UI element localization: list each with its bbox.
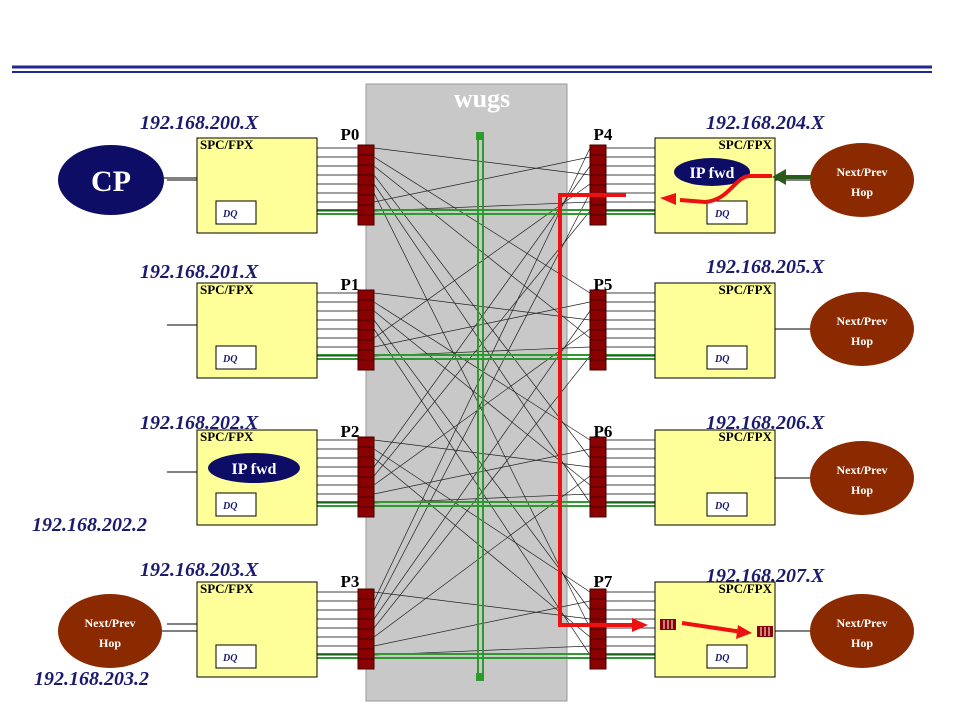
card-p6[interactable]: SPC/FPX DQ: [606, 429, 776, 526]
svg-text:DQ: DQ: [714, 354, 729, 365]
svg-text:Hop: Hop: [99, 636, 121, 650]
svg-text:SPC/FPX: SPC/FPX: [719, 429, 773, 444]
ip-fwd-badge-p2: IP fwd: [208, 453, 300, 483]
port-block-p2: [357, 436, 375, 518]
switch-fabric: [365, 83, 568, 702]
svg-text:Hop: Hop: [851, 185, 873, 199]
incoming-arrow: [772, 169, 812, 185]
svg-text:SPC/FPX: SPC/FPX: [719, 282, 773, 297]
svg-text:DQ: DQ: [714, 501, 729, 512]
port-label-p0: P0: [341, 125, 360, 144]
port-block-p7: [589, 588, 607, 670]
port-block-p6: [589, 436, 607, 518]
host-address: 192.168.203.2: [34, 668, 149, 690]
svg-text:SPC/FPX: SPC/FPX: [200, 137, 254, 152]
port-label-p3: P3: [341, 572, 360, 591]
card-p5[interactable]: SPC/FPX DQ: [606, 282, 776, 379]
subnet-label: 192.168.204.X: [706, 112, 825, 134]
port-label-p5: P5: [594, 275, 613, 294]
svg-text:Next/Prev: Next/Prev: [836, 463, 887, 477]
svg-text:DQ: DQ: [222, 653, 237, 664]
port-block-p3: [357, 588, 375, 670]
subnet-label: 192.168.205.X: [706, 256, 825, 278]
cp-label: CP: [91, 165, 131, 198]
port-label-p4: P4: [594, 125, 613, 144]
subnet-label: 192.168.203.X: [140, 559, 259, 581]
header-rule: [12, 65, 932, 73]
card-p1[interactable]: SPC/FPX DQ: [167, 282, 358, 379]
host-address: 192.168.202.2: [32, 514, 147, 536]
subnet-label: 192.168.207.X: [706, 565, 825, 587]
port-block-p1: [357, 289, 375, 371]
svg-text:Next/Prev: Next/Prev: [836, 165, 887, 179]
port-label-p7: P7: [594, 572, 613, 591]
labels: 192.168.200.X 192.168.201.X 192.168.202.X 1…: [32, 112, 914, 690]
subnet-label: 192.168.202.X: [140, 412, 259, 434]
svg-text:SPC/FPX: SPC/FPX: [200, 282, 254, 297]
svg-text:DQ: DQ: [222, 209, 237, 220]
port-block-p0: [357, 144, 375, 226]
svg-text:DQ: DQ: [714, 209, 729, 220]
svg-text:DQ: DQ: [222, 354, 237, 365]
svg-text:DQ: DQ: [714, 653, 729, 664]
svg-text:Next/Prev: Next/Prev: [836, 314, 887, 328]
svg-text:SPC/FPX: SPC/FPX: [200, 429, 254, 444]
packet-path: [558, 174, 773, 639]
port-label-p1: P1: [341, 275, 360, 294]
svg-text:Next/Prev: Next/Prev: [84, 616, 135, 630]
svg-text:DQ: DQ: [222, 501, 237, 512]
card-p0[interactable]: SPC/FPX DQ: [167, 137, 358, 234]
port-label-p6: P6: [594, 422, 613, 441]
port-label-p2: P2: [341, 422, 360, 441]
svg-text:Next/Prev: Next/Prev: [836, 616, 887, 630]
card-p3[interactable]: SPC/FPX DQ: [167, 581, 358, 678]
subnet-label: 192.168.200.X: [140, 112, 259, 134]
svg-text:IP fwd: IP fwd: [690, 165, 735, 182]
port-blocks: [357, 144, 607, 670]
card-p7[interactable]: SPC/FPX DQ: [606, 581, 776, 678]
cp-node[interactable]: CP: [58, 145, 197, 215]
svg-text:SPC/FPX: SPC/FPX: [200, 581, 254, 596]
subnet-label: 192.168.206.X: [706, 412, 825, 434]
subnet-label: 192.168.201.X: [140, 261, 259, 283]
svg-text:IP fwd: IP fwd: [232, 461, 277, 478]
switch-title: wugs: [454, 84, 510, 113]
svg-text:SPC/FPX: SPC/FPX: [719, 137, 773, 152]
svg-text:Hop: Hop: [851, 636, 873, 650]
ip-fwd-badge-p4: IP fwd: [674, 158, 750, 186]
card-p4[interactable]: SPC/FPX DQ: [606, 137, 776, 234]
svg-text:SPC/FPX: SPC/FPX: [719, 581, 773, 596]
svg-text:Hop: Hop: [851, 334, 873, 348]
svg-text:Hop: Hop: [851, 483, 873, 497]
port-block-p4: [589, 144, 607, 226]
port-block-p5: [589, 289, 607, 371]
